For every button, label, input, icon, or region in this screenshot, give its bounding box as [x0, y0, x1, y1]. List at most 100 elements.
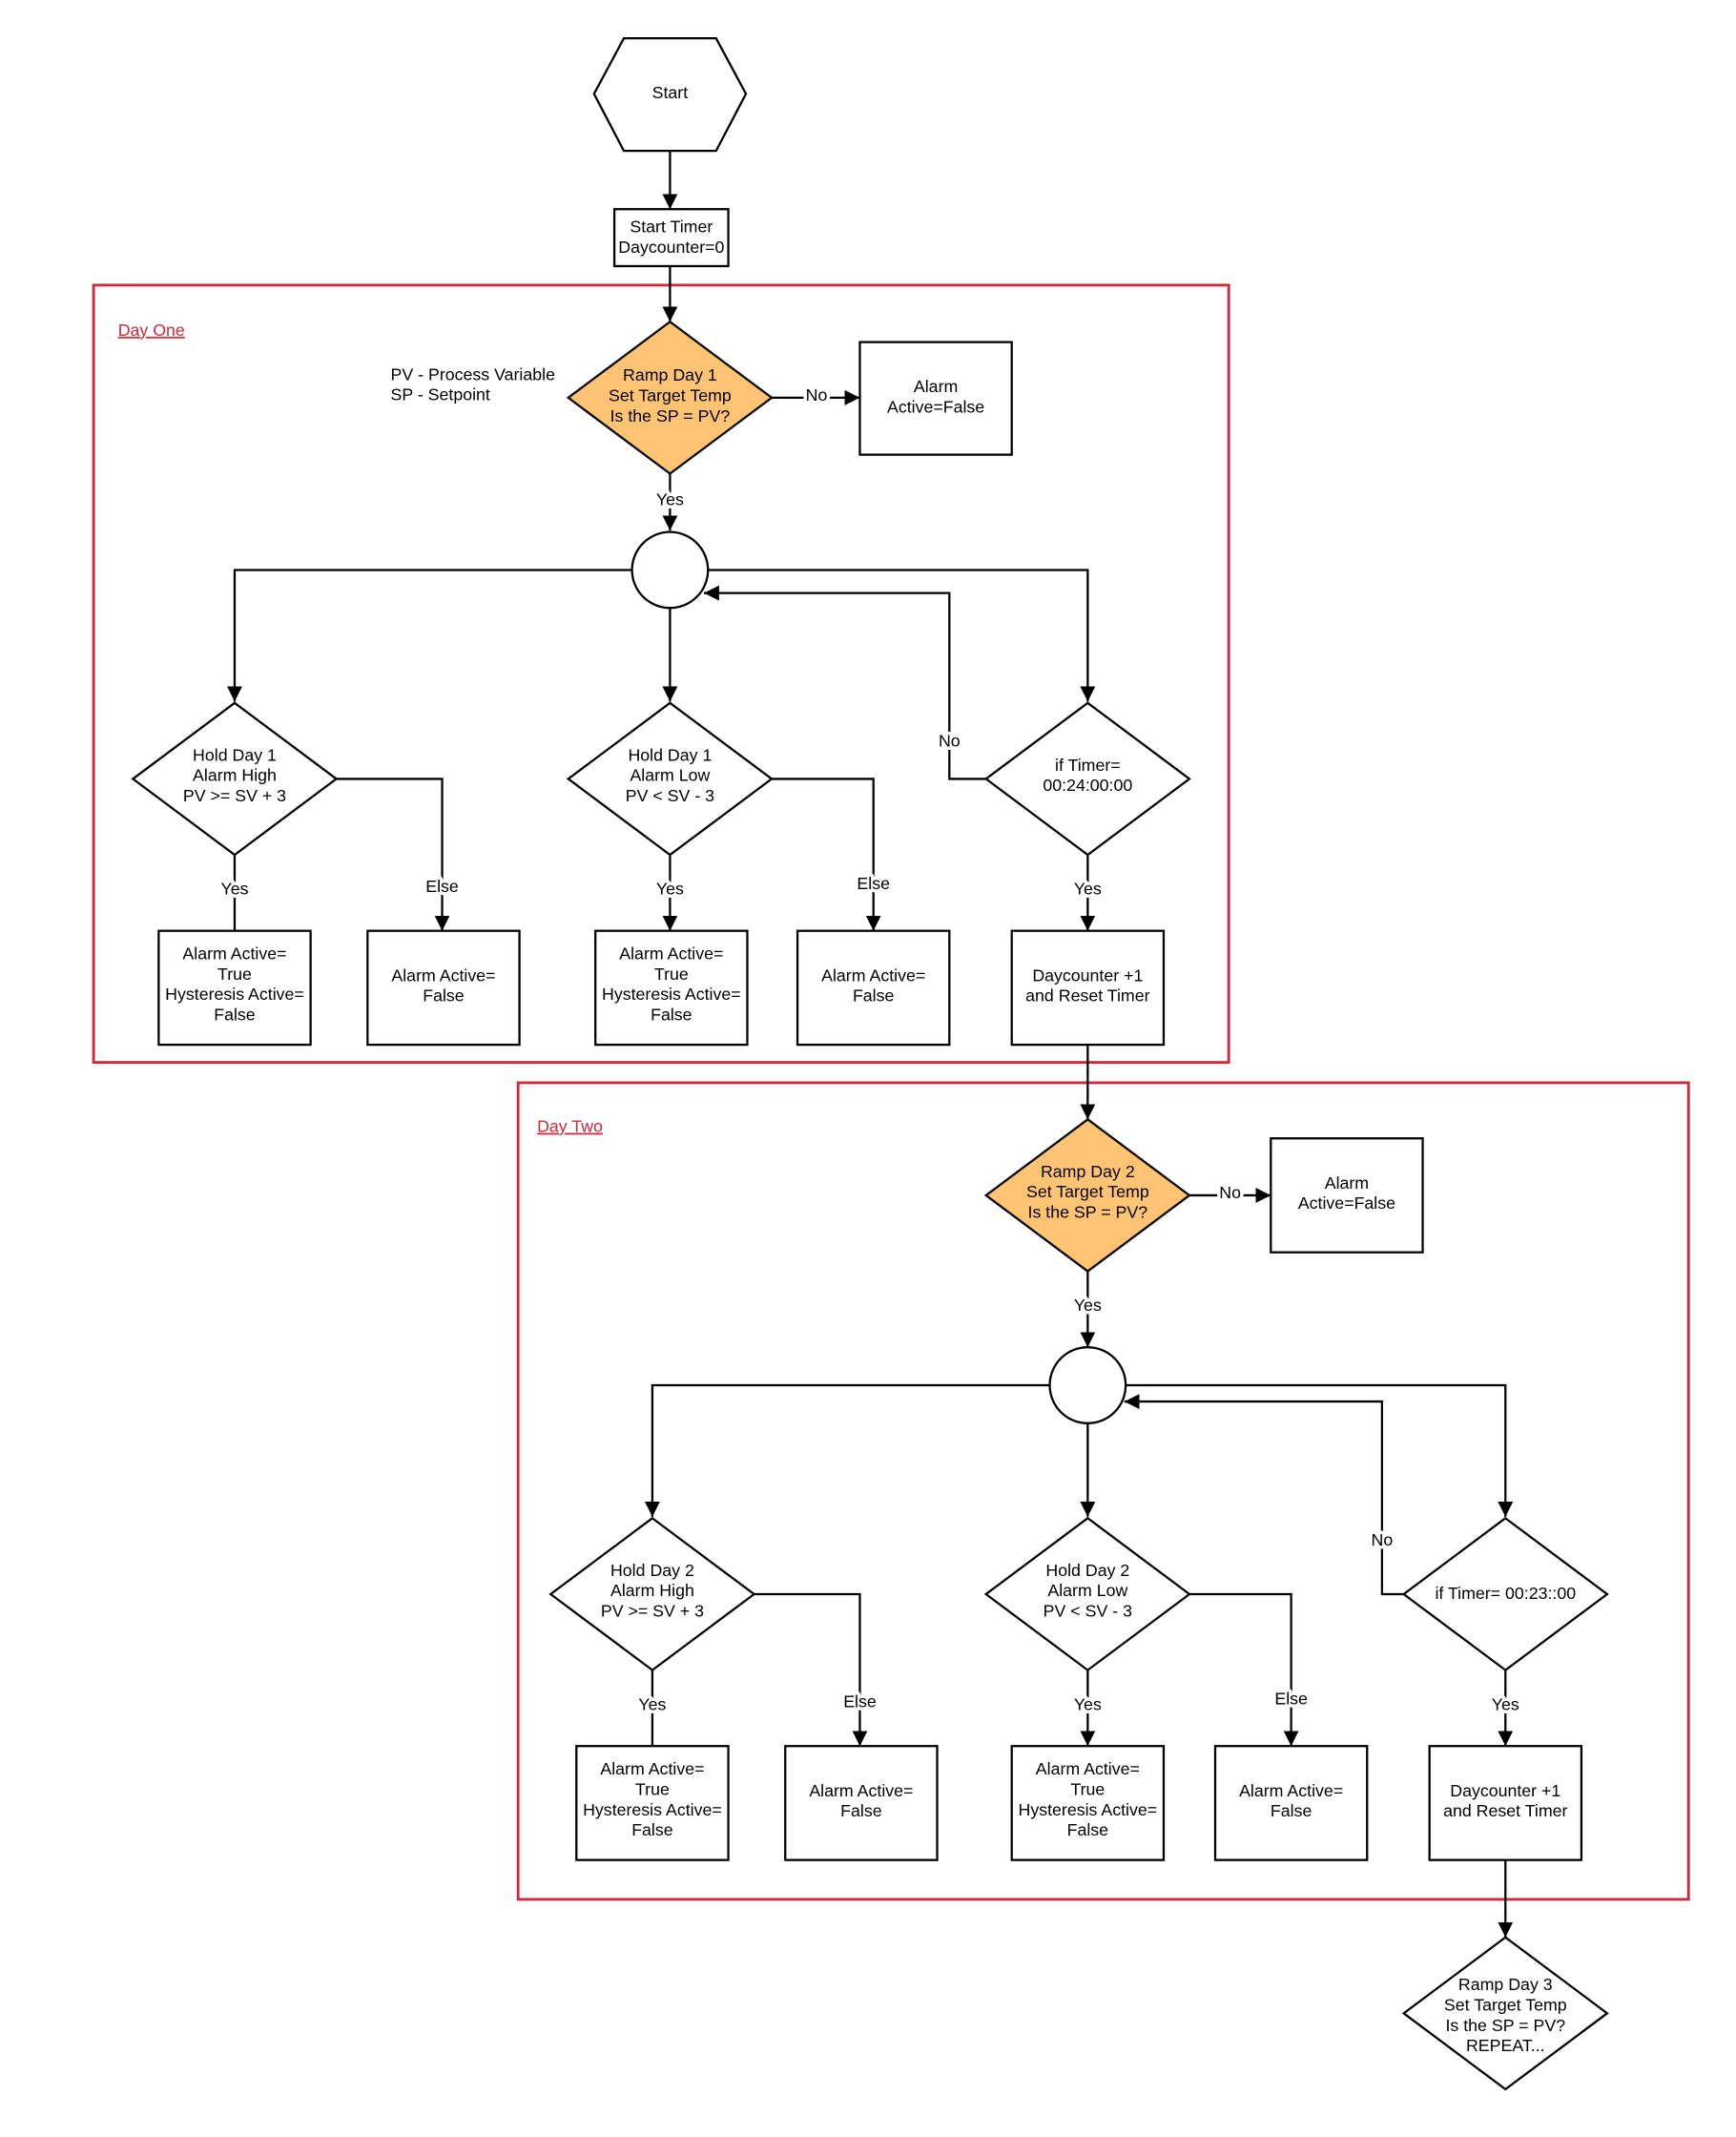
day-two-frame: [516, 1081, 1690, 1901]
yes-label: Yes: [656, 490, 684, 509]
high-else-text: Alarm Active=False: [391, 965, 495, 1005]
else-label: Else: [1274, 1690, 1308, 1709]
text-line: False: [840, 1801, 882, 1820]
low-else-text: Alarm Active=False: [821, 965, 925, 1005]
text-line: PV < SV - 3: [1044, 1601, 1132, 1620]
text-line: Start Timer: [630, 217, 713, 236]
timer-text: if Timer= 00:23::00: [1435, 1584, 1576, 1603]
text-line: Ramp Day 1: [623, 365, 717, 384]
else-label: Else: [843, 1691, 877, 1711]
alarm-false-box: [1270, 1137, 1424, 1254]
text-line: Alarm Active=: [391, 965, 495, 985]
yes-label: Yes: [1074, 1694, 1102, 1713]
text-line: PV >= SV + 3: [601, 1601, 704, 1620]
start-node: [592, 36, 748, 153]
text-line: False: [853, 986, 895, 1005]
text-line: Ramp Day 2: [1041, 1161, 1135, 1180]
text-line: True: [654, 965, 689, 984]
text-line: False: [214, 1005, 256, 1024]
text-line: if Timer= 00:23::00: [1435, 1584, 1576, 1603]
text-line: Alarm High: [610, 1581, 694, 1600]
text-line: True: [217, 965, 252, 984]
text-line: False: [631, 1820, 673, 1839]
yes-label: Yes: [1074, 880, 1102, 899]
text-line: PV < SV - 3: [626, 786, 714, 805]
text-line: PV >= SV + 3: [183, 786, 286, 805]
text-line: Hold Day 2: [610, 1560, 694, 1579]
yes-label: Yes: [220, 880, 248, 899]
start-timer-box: [612, 208, 730, 268]
text-line: False: [1271, 1801, 1312, 1820]
connector: [1188, 1592, 1299, 1747]
text-line: and Reset Timer: [1025, 986, 1149, 1005]
text-line: False: [1067, 1820, 1109, 1839]
start-label: Start: [652, 83, 689, 102]
text-line: Is the SP = PV?: [1445, 2016, 1565, 2035]
low-else-box: [796, 929, 951, 1047]
text-line: Alarm Active=: [821, 965, 925, 985]
text-line: Alarm: [914, 377, 958, 396]
loop-connector: [1124, 1394, 1404, 1596]
timer-text: if Timer=00:24:00:00: [1043, 756, 1132, 795]
text-line: Alarm Low: [630, 765, 710, 784]
text-line: Alarm Low: [1047, 1581, 1127, 1600]
connector: [1126, 1383, 1514, 1517]
text-line: Hold Day 2: [1045, 1560, 1129, 1579]
alarm-false-box: [858, 341, 1013, 456]
text-line: Hold Day 1: [193, 745, 277, 764]
connector: [754, 1592, 868, 1747]
text-line: and Reset Timer: [1443, 1801, 1567, 1820]
text-line: Alarm Active=: [809, 1781, 913, 1800]
text-line: Is the SP = PV?: [1028, 1202, 1148, 1221]
day-two-label: Day Two: [537, 1117, 603, 1136]
text-line: Hold Day 1: [628, 745, 712, 764]
text-line: Alarm: [1325, 1173, 1369, 1193]
ramp-day3-decision: [1401, 1936, 1609, 2091]
text-line: True: [635, 1779, 670, 1798]
day-one-frame: [92, 283, 1230, 1065]
text-line: Hysteresis Active=: [602, 985, 741, 1004]
text-line: Is the SP = PV?: [610, 405, 731, 425]
text-line: False: [651, 1005, 692, 1024]
yes-label: Yes: [1074, 1296, 1102, 1315]
day-one-label: Day One: [118, 321, 185, 340]
text-line: Ramp Day 3: [1458, 1975, 1553, 1994]
no-label: No: [1219, 1183, 1241, 1202]
text-line: 00:24:00:00: [1043, 776, 1132, 795]
low-yes-box: [1010, 1745, 1166, 1861]
connector: [644, 1383, 1050, 1517]
junction-circle: [1048, 1346, 1127, 1424]
text-line: True: [1070, 1779, 1105, 1798]
text-line: Set Target Temp: [1444, 1995, 1567, 2014]
low-else-text: Alarm Active=False: [1239, 1781, 1343, 1820]
connector: [227, 569, 632, 702]
text-line: Set Target Temp: [1026, 1182, 1149, 1201]
text-line: Daycounter +1: [1450, 1781, 1560, 1800]
no-label: No: [806, 385, 828, 405]
high-else-text: Alarm Active=False: [809, 1781, 913, 1820]
text-line: Daycounter=0: [618, 237, 724, 256]
connector: [708, 569, 1096, 702]
text-line: Hysteresis Active=: [1019, 1799, 1158, 1818]
loop-connector: [703, 585, 986, 780]
high-yes-box: [157, 929, 312, 1047]
text-line: Alarm Active=: [1239, 1781, 1343, 1800]
low-else-box: [1213, 1745, 1369, 1861]
text-line: Daycounter +1: [1032, 965, 1143, 985]
text-line: Alarm Active=: [600, 1759, 704, 1778]
